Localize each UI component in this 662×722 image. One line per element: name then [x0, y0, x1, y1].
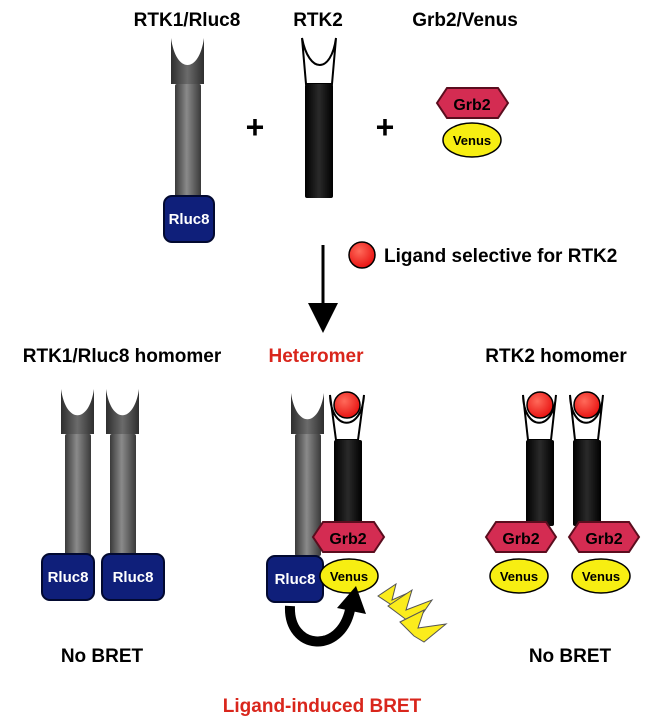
grb2-shape — [435, 87, 510, 119]
grb2-venus-complex: Grb2 Venus — [435, 87, 510, 158]
rluc8-tag — [163, 195, 215, 243]
venus-shape — [319, 558, 379, 594]
lightning-bolt-icon — [377, 582, 448, 643]
left-result: No BRET — [61, 646, 144, 667]
venus-label: Venus — [453, 133, 491, 148]
grb2-label-b: Grb2 — [585, 531, 622, 548]
rluc8-label-b: Rluc8 — [113, 569, 154, 586]
plus-sign-2: + — [376, 109, 395, 145]
middle-panel-title: Heteromer — [268, 346, 364, 367]
rtk1-receptor: Rluc8 — [163, 38, 215, 243]
rtk2-receptor — [301, 37, 337, 198]
plus-sign-1: + — [246, 109, 265, 145]
rtk1-homomer: Rluc8 Rluc8 — [41, 389, 165, 601]
right-result: No BRET — [529, 646, 612, 667]
venus-label: Venus — [330, 569, 368, 584]
rluc8-label: Rluc8 — [169, 211, 210, 228]
ligand-note: Ligand selective for RTK2 — [384, 246, 617, 267]
right-panel-title: RTK2 homomer — [485, 346, 627, 367]
grb2-shape — [311, 521, 386, 553]
middle-result: Ligand-induced BRET — [223, 696, 422, 717]
venus-label-a: Venus — [500, 569, 538, 584]
ligand-dot-icon — [526, 391, 554, 419]
ligand-dot-icon — [333, 391, 361, 419]
grb2-venus-title: Grb2/Venus — [412, 10, 518, 31]
rluc8-label-a: Rluc8 — [48, 569, 89, 586]
venus-shape — [442, 122, 502, 158]
left-panel-title: RTK1/Rluc8 homomer — [23, 346, 222, 367]
rtk2-title: RTK2 — [293, 10, 343, 31]
grb2-label: Grb2 — [453, 97, 490, 114]
rtk1-rluc8-title: RTK1/Rluc8 — [134, 10, 241, 31]
rluc8-label: Rluc8 — [275, 571, 316, 588]
venus-label-b: Venus — [582, 569, 620, 584]
grb2-label: Grb2 — [329, 531, 366, 548]
curved-arrow-icon — [284, 605, 355, 647]
ligand-dot-icon — [573, 391, 601, 419]
grb2-label-a: Grb2 — [502, 531, 539, 548]
curved-arrow-head — [337, 586, 366, 614]
rtk2-homomer: Grb2 Venus Grb2 Venus — [484, 391, 641, 594]
ligand-dot-icon — [348, 241, 376, 269]
heteromer: Rluc8 Grb2 Venus — [266, 391, 448, 647]
